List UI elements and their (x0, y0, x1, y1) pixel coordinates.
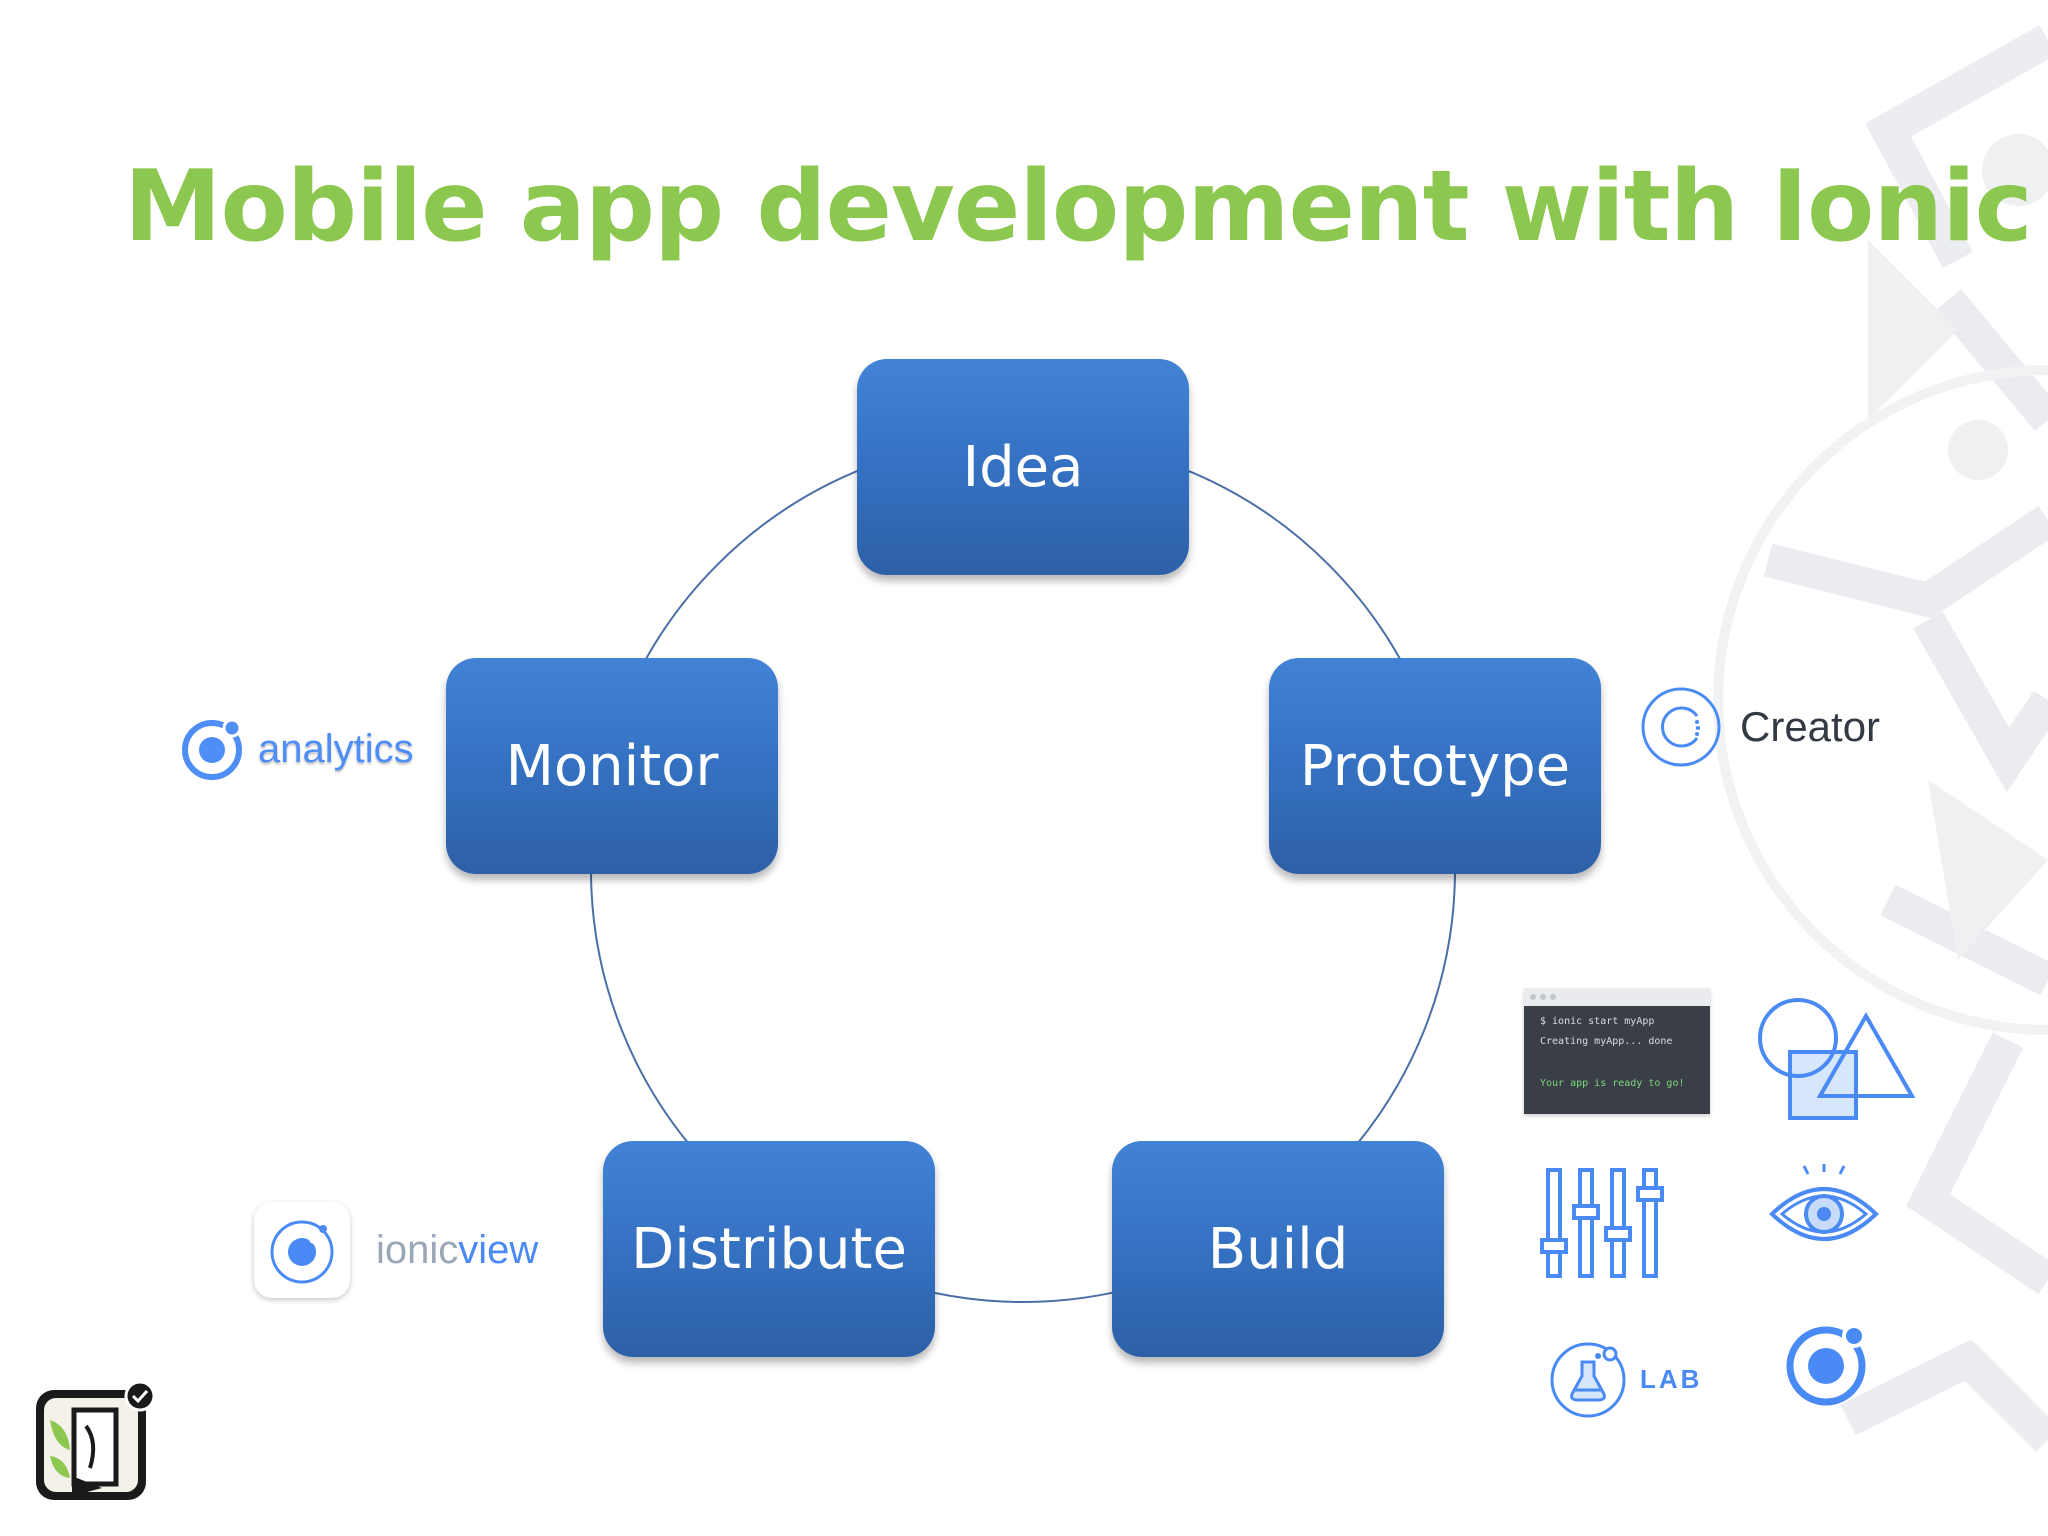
creator-label: Creator (1740, 703, 1881, 750)
ionicview-label-strong: view (458, 1227, 539, 1272)
stage-idea: Idea (857, 359, 1189, 575)
terminal-titlebar (1524, 988, 1710, 1006)
stage-label: Monitor (505, 733, 719, 799)
sliders-icon (1540, 1168, 1664, 1278)
lab-label: LAB (1640, 1363, 1703, 1394)
stage-label: Distribute (631, 1216, 907, 1282)
window-dot-icon (1550, 994, 1556, 1000)
eye-icon (1769, 1164, 1879, 1241)
ionicview-label-light: ionic (376, 1227, 459, 1272)
shapes-icon (1758, 998, 1916, 1120)
window-dot-icon (1540, 994, 1546, 1000)
stage-label: Prototype (1299, 733, 1571, 799)
stage-prototype: Prototype (1269, 658, 1601, 874)
stage-distribute: Distribute (603, 1141, 935, 1357)
stage-monitor: Monitor (446, 658, 778, 874)
flask-icon (1550, 1342, 1626, 1418)
ionicview-logo: ionicview (254, 1202, 538, 1298)
stage-label: Build (1207, 1216, 1349, 1282)
app-badge-icon (36, 1380, 154, 1500)
terminal-window: $ ionic start myApp Creating myApp... do… (1524, 988, 1710, 1114)
lab-logo: LAB (1548, 1338, 1702, 1420)
ionic-logo-icon (1786, 1324, 1866, 1406)
creator-icon (1641, 687, 1721, 767)
terminal-line: $ ionic start myApp (1540, 1016, 1655, 1027)
ionicview-label: ionicview (376, 1228, 538, 1273)
ionic-view-icon (270, 1220, 334, 1284)
analytics-label: analytics (258, 726, 414, 771)
stage-build: Build (1112, 1141, 1444, 1357)
terminal-line: Your app is ready to go! (1540, 1078, 1685, 1089)
ionic-logo-icon (182, 718, 242, 780)
stage-label: Idea (962, 434, 1084, 500)
window-dot-icon (1530, 994, 1536, 1000)
creator-logo: Creator (1640, 686, 1880, 768)
terminal-line: Creating myApp... done (1540, 1036, 1673, 1047)
analytics-logo: analytics (180, 716, 414, 782)
background-decoration (1713, 25, 2048, 1453)
ionicview-tile (254, 1202, 350, 1298)
slide-title: Mobile app development with Ionic (124, 150, 2033, 264)
